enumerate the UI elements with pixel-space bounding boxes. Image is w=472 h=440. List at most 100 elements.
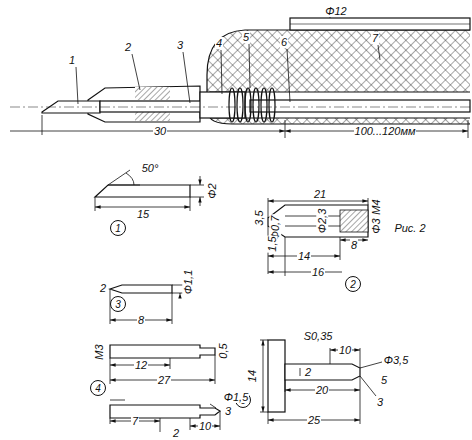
rod-end-detail [260,340,382,424]
dimension-text: 14 [246,369,258,383]
spring [229,88,275,122]
spring [229,88,235,122]
dimension-text: S0,35 [303,330,334,342]
blade-detail [200,176,201,185]
handle [290,24,470,25]
blade-detail [126,173,134,185]
rod-end-detail [300,368,301,376]
dimension-text: 0,5 [217,342,229,359]
dimension-text: M4 [370,198,382,215]
callout-number: 6 [280,36,288,48]
callout-number: 3 [176,39,184,51]
handle [210,92,472,118]
detail-number: 4 [95,383,101,394]
dimension-text: 14 [297,250,311,262]
dimension-text: Φ3,5 [383,354,410,366]
dimension-text: Φ1,5 [223,391,250,403]
blade-detail [108,185,140,186]
dimension-text: 21 [313,188,327,200]
rod-end-detail [360,376,361,424]
dimension-text: 100...120мм [354,125,417,137]
collet-detail [340,210,368,232]
blade-detail [190,185,204,186]
rod-end-detail [360,362,382,368]
collet-detail [340,237,341,260]
collet [135,112,170,121]
dimension-line [10,115,468,138]
dimension-text: 2 [99,282,107,294]
dimension-text: 50° [141,162,160,174]
sleeve-detail [110,405,220,418]
sleeve-detail [160,418,161,432]
rod-detail [110,285,172,293]
handle [290,18,470,30]
blade-detail [95,197,96,211]
callout-circle: 4 [90,380,106,396]
rod-end-detail [268,412,269,424]
collet-detail [285,237,286,276]
rod-end-detail [263,340,264,412]
dimension-text: 15 [136,208,150,220]
callout-number: 4 [215,37,223,49]
blade-detail [200,197,201,206]
dimension-text: 1,5 [266,235,278,252]
detail-number: 3 [115,299,121,310]
blade-detail [95,170,204,211]
sleeve-detail [110,345,220,432]
dimension-text: 10 [198,420,212,432]
dimension-text: 27 [157,374,171,386]
sleeve-detail [110,355,220,432]
dimension-text: Φ1,1 [182,269,194,296]
leader-line [249,44,250,88]
callout-number: 7 [371,32,379,44]
sleeve [200,92,245,118]
rod-detail [110,285,184,324]
collet-detail [268,201,368,202]
leader-line [287,49,290,102]
collet-detail [268,198,368,276]
callout-circle: 1 [110,220,126,236]
rod [250,100,470,112]
rod-detail [110,285,184,324]
leader-line [183,52,190,103]
detail-number: 1 [115,223,121,234]
dimension-text: Φ2 [206,182,218,199]
leader-line [132,54,140,90]
collet-detail [268,205,368,237]
dimension-text: 7 [131,415,139,427]
handle [210,117,470,118]
rod-end-detail [360,348,361,368]
dimension-text: 10 [338,344,352,356]
center-line [10,107,470,108]
dimension-text: M3 [93,343,105,360]
dimension-text: 5 [380,374,388,386]
leader-line [221,50,222,94]
handle [210,91,470,92]
leader-line [76,16,380,104]
sleeve-detail [170,358,171,369]
dimension-text: 3,5 [253,209,265,226]
spring [253,88,259,122]
blade-detail [190,197,191,211]
blade-detail [108,170,130,185]
spring [245,88,251,122]
rod-detail [172,293,173,324]
callout-circle: 2 [345,276,361,292]
rod-end-detail [285,364,360,380]
dimension-line [42,115,43,135]
dimension-text: Рис. 2 [393,222,426,234]
collet [135,87,170,100]
rod-end-detail [260,340,268,341]
callout-circle: 3 [110,296,126,312]
collet-detail [368,198,369,205]
dimension-text: 16 [311,266,325,278]
callout-number: 5 [242,31,250,43]
handle [207,18,472,124]
callout-number: 1 [68,54,76,66]
rod-end-detail [260,340,382,424]
sleeve-detail [110,400,125,401]
rod-detail [180,293,181,294]
dimension-line [10,131,285,132]
spring [237,88,243,122]
